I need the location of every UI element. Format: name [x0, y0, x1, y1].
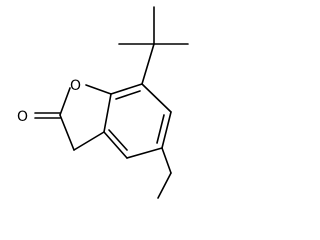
bond-ring-c7a-c7-inner: [115, 90, 141, 100]
bond-carbonyl-carbon-methylene: [59, 114, 75, 151]
ethyl-group: [157, 147, 172, 199]
bond-ring-c7a-c7: [110, 83, 143, 95]
bond-quaternary-carbon-to-ring: [141, 43, 155, 85]
ring-oxygen-label: O: [70, 78, 81, 94]
carbonyl-oxygen-label: O: [17, 109, 28, 125]
bond-ring-c7-c6: [141, 83, 172, 113]
benzene-ring: [103, 83, 172, 159]
tert-butyl-group: [118, 6, 189, 85]
bond-methylene-c3a: [73, 131, 105, 151]
lactone-ring: [34, 84, 112, 151]
bond-ring-c3a-c7a: [103, 93, 112, 133]
bond-c7a-ring-oxygen: [85, 84, 112, 95]
bond-ring-oxygen-carbonyl-carbon: [59, 87, 71, 116]
chemical-structure-diagram: O O: [17, 6, 189, 199]
bond-ring-c6-c5-inner: [156, 114, 165, 144]
bond-ring-c4-c3a: [103, 131, 128, 159]
bond-ring-c5-c4: [126, 147, 163, 159]
bond-ring-c4-c3a-inner: [108, 129, 128, 151]
bond-ethyl-methyl: [157, 172, 172, 199]
bond-ring-to-ethyl: [161, 147, 172, 174]
bond-ring-c6-c5: [161, 111, 172, 149]
